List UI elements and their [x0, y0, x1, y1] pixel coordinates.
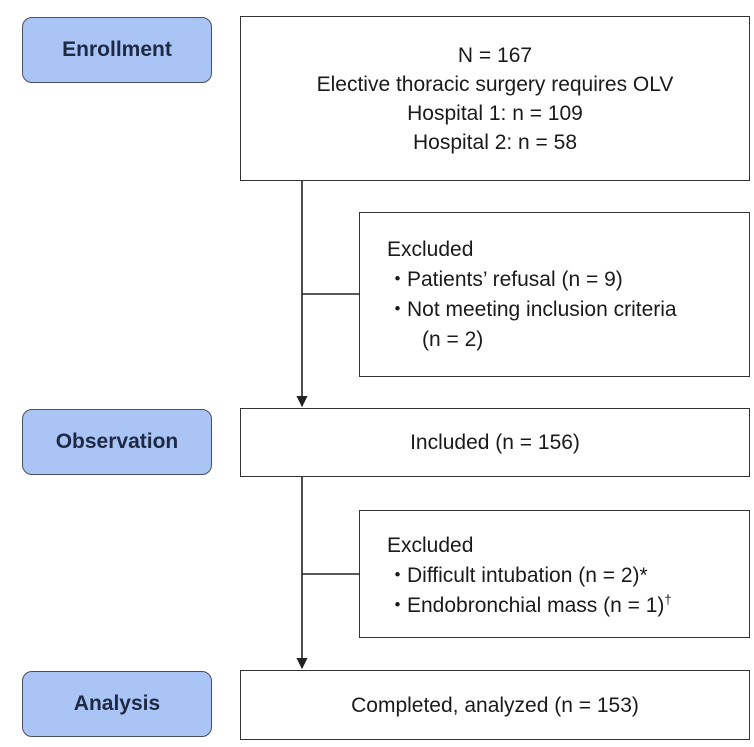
enrollment-box: N = 167 Elective thoracic surgery requir… — [240, 16, 750, 181]
bullet-icon: ・ — [387, 594, 408, 617]
excluded-2-item-mass-text: Endobronchial mass (n = 1)† — [407, 591, 672, 621]
stage-analysis: Analysis — [22, 671, 212, 737]
excluded-1-title: Excluded — [387, 238, 474, 261]
analysis-box: Completed, analyzed (n = 153) — [240, 670, 750, 740]
excluded-1-item-refusal: ・ Patients’ refusal (n = 9) — [387, 265, 749, 295]
excluded-2-title: Excluded — [387, 534, 474, 557]
excluded-1-item-criteria-count: (n = 2) — [422, 328, 484, 351]
stage-enrollment-label: Enrollment — [62, 38, 172, 61]
stage-observation-label: Observation — [55, 430, 179, 453]
excluded-box-1: Excluded ・ Patients’ refusal (n = 9) ・ N… — [359, 212, 750, 377]
stage-observation: Observation — [22, 409, 212, 475]
enrollment-total: N = 167 — [457, 43, 533, 67]
bullet-icon: ・ — [387, 564, 408, 587]
excluded-box-2: Excluded ・ Difficult intubation (n = 2)*… — [359, 510, 750, 638]
analysis-text: Completed, analyzed (n = 153) — [351, 693, 639, 717]
bullet-icon: ・ — [387, 298, 408, 321]
included-text: Included (n = 156) — [410, 431, 580, 454]
stage-analysis-label: Analysis — [73, 692, 161, 715]
enrollment-criteria: Elective thoracic surgery requires OLV — [316, 72, 674, 96]
excluded-2-item-intubation-text: Difficult intubation (n = 2)* — [407, 564, 648, 587]
enrollment-hospital-2: Hospital 2: n = 58 — [412, 130, 578, 154]
included-box: Included (n = 156) — [240, 408, 750, 477]
excluded-2-item-mass-label: Endobronchial mass (n = 1) — [407, 594, 665, 617]
excluded-1-item-criteria-text: Not meeting inclusion criteria — [407, 298, 677, 321]
excluded-2-item-mass: ・ Endobronchial mass (n = 1)† — [387, 591, 749, 621]
stage-enrollment: Enrollment — [22, 17, 212, 83]
excluded-1-item-refusal-text: Patients’ refusal (n = 9) — [407, 268, 623, 291]
enrollment-hospital-1: Hospital 1: n = 109 — [407, 101, 583, 125]
dagger-footnote-mark: † — [664, 592, 672, 607]
excluded-1-item-criteria: ・ Not meeting inclusion criteria — [387, 295, 749, 325]
bullet-icon: ・ — [387, 268, 408, 291]
excluded-2-item-intubation: ・ Difficult intubation (n = 2)* — [387, 561, 749, 591]
